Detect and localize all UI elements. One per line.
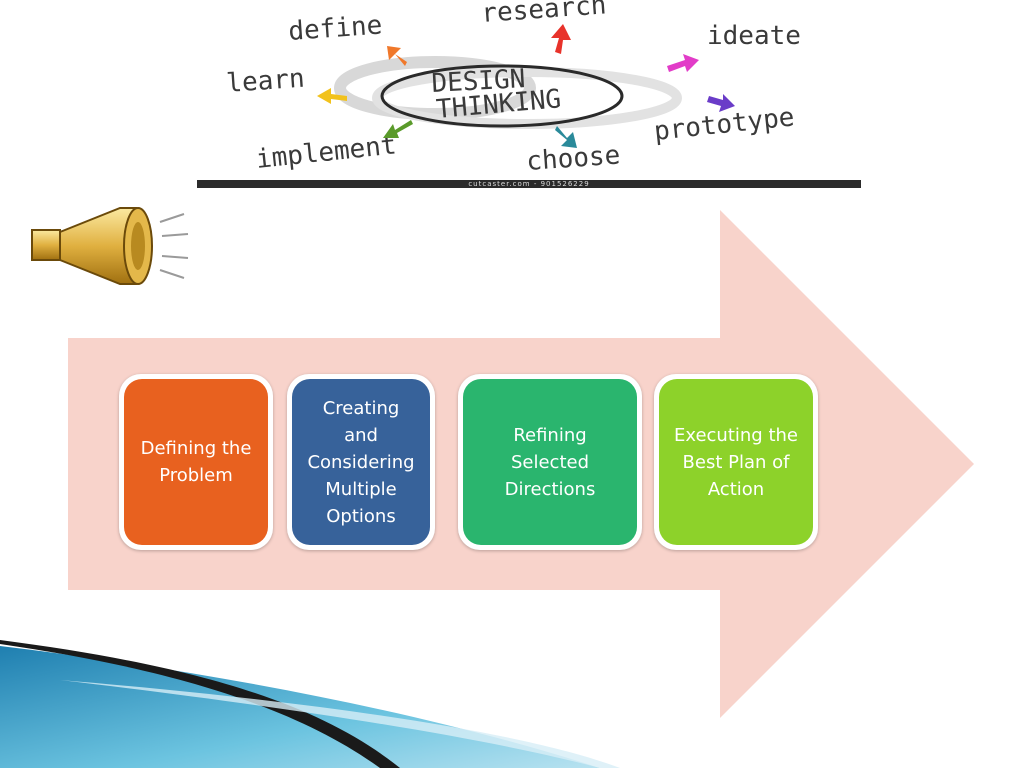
- arrow-choose-icon: [555, 126, 577, 148]
- step-defining-the-problem[interactable]: Defining the Problem: [124, 379, 268, 545]
- step-label: Defining the Problem: [140, 438, 252, 486]
- arrow-learn-icon: [317, 88, 347, 104]
- arrow-ideate-icon: [667, 54, 699, 72]
- word-ideate: ideate: [707, 21, 801, 51]
- sound-icon[interactable]: [28, 200, 218, 292]
- word-define: define: [287, 11, 383, 47]
- logo-bar: [197, 180, 861, 188]
- step-executing-plan[interactable]: Executing the Best Plan of Action: [659, 379, 813, 545]
- arrow-research-icon: [551, 24, 571, 54]
- center-ellipse: [380, 64, 624, 128]
- logo-credit: cutcaster.com - 901526229: [468, 180, 590, 188]
- step-creating-options[interactable]: Creating and Considering Multiple Option…: [292, 379, 430, 545]
- arrow-define-icon: [387, 46, 407, 66]
- arrow-prototype-icon: [707, 94, 735, 112]
- step-label: Executing the Best Plan of Action: [673, 424, 798, 500]
- arrow-implement-icon: [383, 120, 413, 138]
- word-learn: learn: [225, 64, 305, 99]
- bottom-swoosh: [0, 640, 620, 768]
- center-line-1: DESIGN: [431, 64, 526, 99]
- word-research: research: [480, 0, 607, 29]
- step-label: Refining Selected Directions: [504, 424, 596, 500]
- word-implement: implement: [255, 130, 398, 175]
- step-refining-directions[interactable]: Refining Selected Directions: [463, 379, 637, 545]
- design-thinking-image: DESIGN THINKING define research ideate l…: [197, 0, 861, 188]
- step-label: Creating and Considering Multiple Option…: [307, 397, 415, 527]
